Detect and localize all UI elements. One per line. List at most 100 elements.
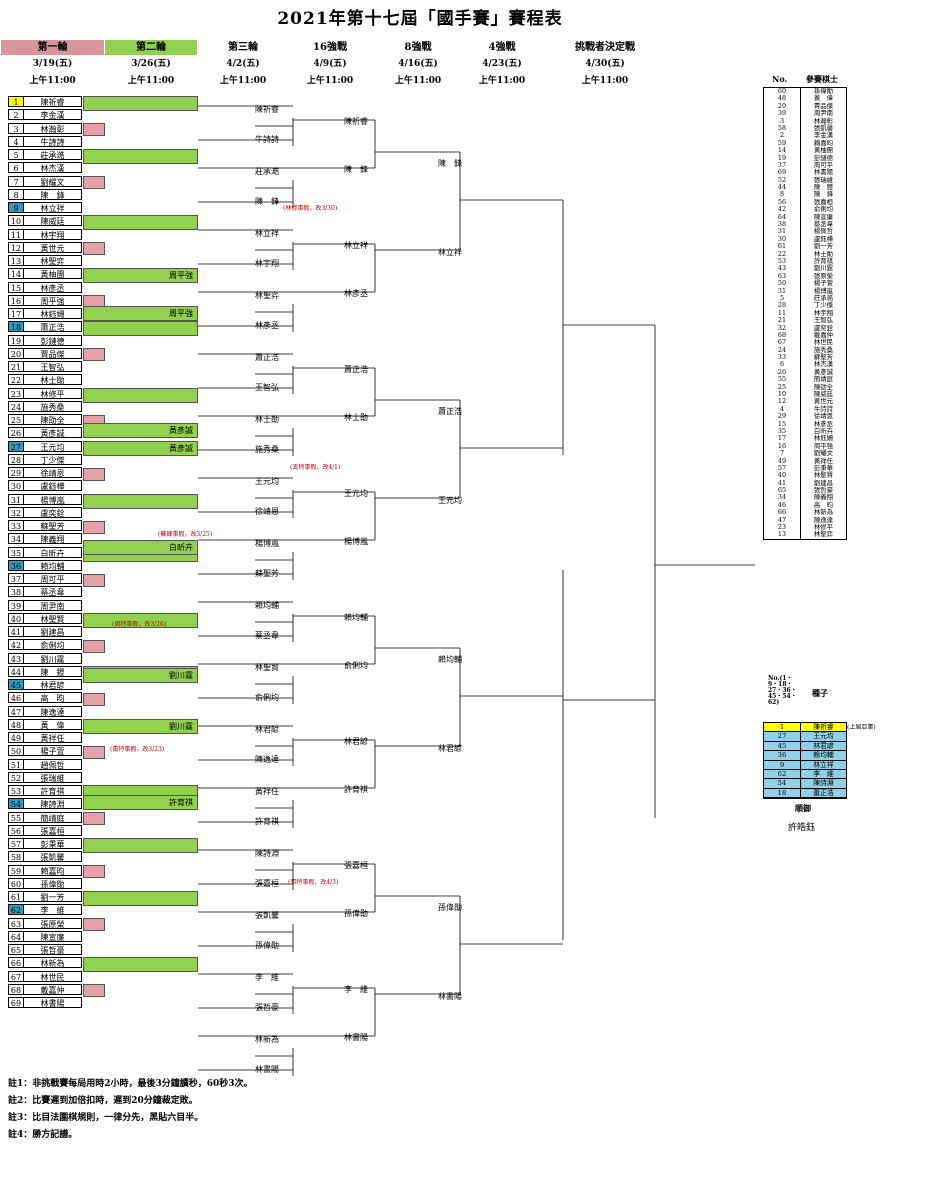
side-no: 2 [764,131,801,140]
seed-name: 王元均 [813,732,834,741]
round3-name: 林聖賢 [255,663,279,672]
player-name: 彭鏈德 [24,334,82,346]
side-name: 陳劭全 [813,382,834,391]
player-name: 黃柚團 [24,268,82,280]
round1-box [83,242,105,256]
side-name: 賴嘉昀 [813,138,834,147]
player-number: 10 [8,215,24,227]
schedule-note: (黃特事假，改3/23) [110,746,165,753]
player-name: 林立祥 [24,202,82,213]
player-number: 21 [8,361,24,372]
player-number: 5 [8,149,24,160]
player-name: 盧奕銓 [24,506,82,518]
player-number: 30 [8,480,24,492]
side-name: 白昕卉 [813,426,834,435]
side-name: 俞俐均 [813,205,834,214]
r16-name: 王元均 [344,489,368,498]
side-name: 楊佩哲 [813,227,834,236]
player-number: 43 [8,652,24,664]
r16-name: 林立祥 [344,241,368,250]
round2-winner: 黃彥誠 [169,426,193,435]
side-no: 58 [764,124,801,133]
player-number: 32 [8,506,24,518]
player-number: 6 [8,162,24,174]
side-name: 陳宣廉 [813,212,834,221]
player-number: 42 [8,639,24,651]
player-number: 3 [8,122,24,134]
player-number: 57 [8,838,24,849]
round-name: 第三輪 [228,42,258,53]
round-name: 8強戰 [404,42,432,53]
side-name: 張嘉桓 [813,197,834,206]
round3-name: 林彥丞 [255,321,279,330]
round3-name: 蕭正浩 [255,353,279,362]
side-no: 50 [764,279,801,288]
side-no: 46 [764,501,801,510]
round3-name: 徐靖恩 [255,507,279,516]
side-no: 33 [764,353,801,362]
player-number: 66 [8,957,24,969]
side-no: 8 [764,191,801,199]
player-number: 28 [8,453,24,465]
schedule-note: (張特事假，改4/3) [288,879,339,886]
r16-name: 林君諺 [344,737,368,746]
side-name: 蘇聖芳 [813,353,834,362]
side-no: 65 [764,486,801,495]
player-name: 林杰漢 [24,162,82,174]
round-date: 4/16(五) [398,59,438,69]
round3-name: 張凱馨 [255,911,279,920]
player-name: 林君諺 [24,679,82,690]
player-number: 46 [8,692,24,704]
player-number: 44 [8,665,24,677]
side-name: 戴嘉仲 [813,330,834,339]
player-number: 11 [8,228,24,240]
side-no: 31 [764,287,801,295]
round1-box [83,467,105,481]
player-name: 林宇翔 [24,228,82,240]
player-name: 蕭正浩 [24,321,82,333]
referee-name: 許皓鈺 [788,823,816,833]
round3-name: 牛詩詩 [255,135,279,144]
side-no: 32 [764,324,801,332]
round2-winner: 劉川霆 [169,721,193,731]
side-name: 莊承澔 [813,293,834,302]
round1-box [83,745,105,759]
r16-name: 俞俐均 [344,661,368,670]
player-number: 4 [8,135,24,147]
side-name: 林宇翔 [813,308,834,317]
player-number: 7 [8,175,24,187]
player-number: 48 [8,718,24,730]
round2-winner: 周平強 [169,309,193,318]
side-name: 楊子萱 [813,279,834,288]
round3-name: 王元均 [255,477,279,486]
side-name-header: 參賽棋士 [806,74,838,84]
side-no: 31 [764,228,801,236]
round-name: 第二輪 [105,40,197,55]
round3-name: 林新為 [255,1035,279,1044]
